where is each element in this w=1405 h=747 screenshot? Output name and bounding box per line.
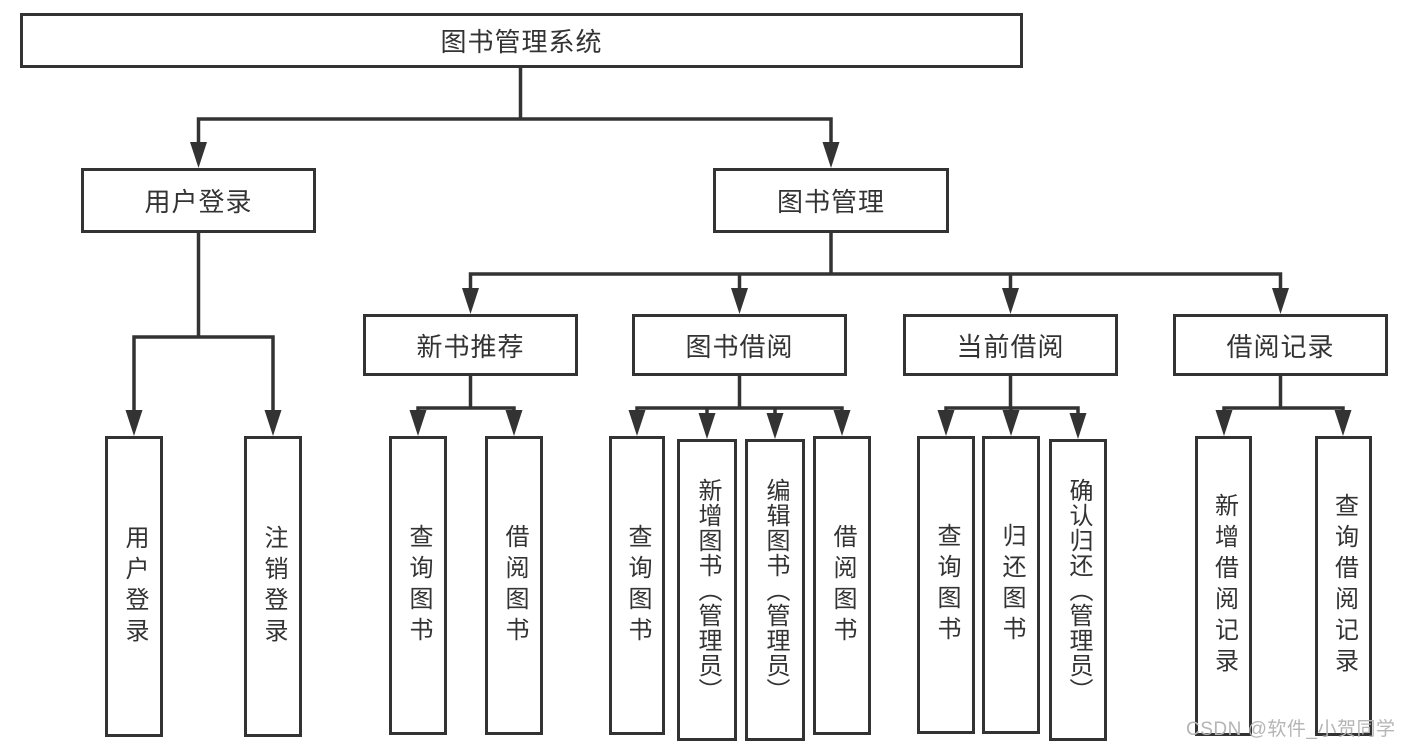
node-bb-query-books-label: 查询图书	[624, 523, 651, 648]
node-br-add-record: 新增借阅记录	[1195, 436, 1252, 736]
connector-borrow-records-children	[1215, 376, 1352, 436]
node-user-login-leaf-label: 用户登录	[121, 524, 148, 649]
node-user-login-branch: 用户登录	[81, 168, 316, 233]
node-root-system: 图书管理系统	[20, 13, 1023, 68]
connector-new-book-recommend-children	[409, 376, 523, 436]
node-nbr-query-books-label: 查询图书	[405, 523, 432, 648]
node-br-add-record-label: 新增借阅记录	[1210, 493, 1238, 679]
node-borrow-records: 借阅记录	[1173, 314, 1388, 376]
node-cb-confirm-return-admin-label: 确认归还（管理员）	[1065, 477, 1092, 703]
node-cb-return-books-label: 归还图书	[998, 523, 1025, 647]
node-borrow-records-label: 借阅记录	[1226, 331, 1335, 362]
node-br-query-record-label: 查询借阅记录	[1330, 493, 1358, 679]
node-user-login-leaf: 用户登录	[105, 436, 163, 737]
node-bb-add-books-admin: 新增图书（管理员）	[677, 439, 737, 741]
node-logout-leaf-label: 注销登录	[260, 524, 287, 649]
node-bb-borrow-books: 借阅图书	[813, 436, 871, 735]
node-bb-edit-books-admin-label: 编辑图书（管理员）	[762, 477, 789, 703]
connector-book-borrowing-children	[628, 376, 851, 439]
node-nbr-borrow-books-label: 借阅图书	[501, 523, 528, 648]
node-bb-edit-books-admin: 编辑图书（管理员）	[745, 439, 805, 741]
csdn-watermark: CSDN @软件_小贺同学	[1186, 719, 1396, 740]
connector-current-borrowing-children	[937, 376, 1087, 439]
node-br-query-record: 查询借阅记录	[1315, 436, 1372, 736]
node-current-borrowing: 当前借阅	[903, 314, 1118, 376]
node-bb-borrow-books-label: 借阅图书	[829, 523, 856, 648]
node-current-borrowing-label: 当前借阅	[956, 331, 1065, 362]
node-cb-query-books: 查询图书	[917, 436, 975, 734]
node-nbr-borrow-books: 借阅图书	[485, 436, 543, 735]
node-cb-confirm-return-admin: 确认归还（管理员）	[1049, 439, 1107, 741]
node-book-management-branch: 图书管理	[713, 168, 949, 233]
node-new-book-recommend: 新书推荐	[363, 314, 578, 376]
node-book-management-branch-label: 图书管理	[776, 187, 885, 217]
node-nbr-query-books: 查询图书	[389, 436, 447, 735]
node-cb-query-books-label: 查询图书	[933, 523, 960, 647]
node-bb-add-books-admin-label: 新增图书（管理员）	[694, 477, 721, 703]
node-user-login-branch-label: 用户登录	[144, 187, 253, 217]
connector-book-management-groups	[462, 233, 1289, 314]
node-book-borrowing-label: 图书借阅	[685, 331, 794, 362]
connector-root-to-level2	[190, 68, 840, 168]
node-logout-leaf: 注销登录	[244, 436, 302, 737]
node-new-book-recommend-label: 新书推荐	[416, 331, 525, 362]
node-root-label: 图书管理系统	[440, 27, 603, 57]
node-bb-query-books: 查询图书	[609, 436, 665, 735]
node-book-borrowing: 图书借阅	[632, 314, 847, 376]
node-cb-return-books: 归还图书	[982, 436, 1040, 734]
connector-user-login-children	[125, 233, 282, 436]
